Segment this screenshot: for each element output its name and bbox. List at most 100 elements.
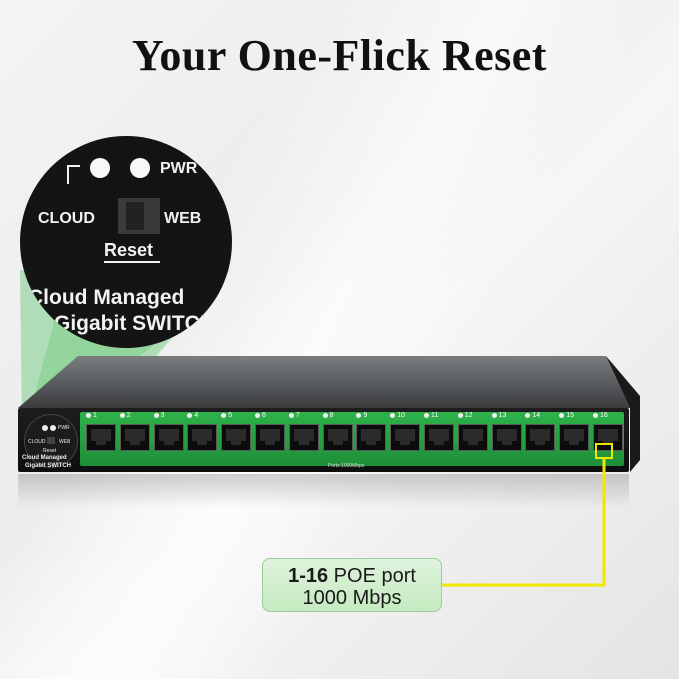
model-line-2: Gigabit SWITCH [54,312,215,335]
port-number: 5 [228,412,233,419]
ethernet-port: 16 [593,412,623,452]
speed-label: Ports:1000Mbps [328,463,365,469]
cloud-led [90,158,110,178]
ethernet-port: 12 [457,412,488,452]
port-number-label: 6 [255,412,266,419]
ethernet-port: 13 [491,412,522,452]
port-led [187,412,193,418]
rj45-jack [525,424,556,451]
rj45-jack [559,424,590,451]
port-callout: 1-16 POE port 1000 Mbps [262,558,442,612]
rj45-jack [457,424,488,451]
port-number-label: 12 [457,412,473,419]
ethernet-port: 15 [559,412,590,452]
ethernet-port: 6 [255,412,285,452]
mini-cloud-label: CLOUD [28,439,46,445]
port-number: 6 [262,412,266,419]
port-led [221,412,227,418]
port-led [119,412,125,418]
reset-label: Reset [104,240,154,260]
port-number-label: 13 [491,412,507,419]
port-led [153,412,159,418]
port-number: 16 [600,412,608,419]
ethernet-port: 9 [356,412,387,452]
port-number-label: 4 [187,412,198,419]
rj45-jack [119,424,150,451]
port-number-label: 3 [153,412,165,419]
rj45-jack [491,424,522,451]
port-number: 11 [431,412,439,419]
port-number-label: 10 [390,412,405,419]
port-number-label: 14 [525,412,540,419]
rj45-jack [593,424,623,451]
port-number: 7 [295,412,300,419]
port-number: 12 [464,412,473,419]
port-number: 3 [160,412,165,419]
port-number: 10 [397,412,405,419]
rj45-jack [288,424,319,451]
port-number: 9 [363,412,368,419]
rj45-jack [390,424,421,451]
ethernet-port: 2 [119,412,150,452]
callout-speed: 1000 Mbps [302,587,402,609]
rj45-jack [356,424,387,451]
port-number-label: 2 [119,412,131,419]
port-number-label: 15 [559,412,574,419]
port-led [525,412,531,418]
rj45-jack [86,424,116,451]
rj45-jack [221,424,252,451]
callout-range: 1-16 [288,565,329,587]
rj45-jack [424,424,454,451]
port-led [457,412,463,418]
port-led [255,412,260,418]
model-line-1: Cloud Managed [28,286,185,309]
headline: Your One-Flick Reset [132,31,547,80]
switch-front-panel: PWR CLOUD WEB Reset Cloud Managed Gigabi… [18,408,629,472]
mini-model-text: Cloud Managed Gigabit SWITCH [22,454,71,470]
port-led [86,412,91,418]
mini-web-label: WEB [59,439,71,445]
ethernet-port: 4 [187,412,218,452]
reset-zoom-callout: PWR CLOUD WEB Reset Cloud Managed Gigabi… [20,136,232,348]
port-led [593,412,598,418]
port-led [288,412,294,418]
port-led [491,412,497,418]
port-number: 2 [126,412,131,419]
rj45-jack [255,424,285,451]
port-number-label: 1 [86,412,97,419]
mini-model-line-2: Gigabit SWITCH [25,463,71,469]
port-number-label: 7 [288,412,300,419]
callout-port-type: POE port [328,565,416,587]
port-led [390,412,396,418]
port-number-label: 11 [424,412,438,419]
mini-reset-panel: PWR CLOUD WEB Reset [24,414,78,468]
port-led [322,412,328,418]
port-number-label: 8 [322,412,334,419]
mini-pwr-label: PWR [58,425,70,431]
port-number: 4 [194,412,199,419]
port-number: 8 [329,412,334,419]
ethernet-port: 11 [424,412,454,452]
switch-reflection [18,474,629,508]
rj45-jack [322,424,353,451]
port-number-label: 9 [356,412,367,419]
ethernet-port: 3 [153,412,184,452]
ethernet-port: 8 [322,412,353,452]
pwr-led [130,158,150,178]
port-number: 13 [498,412,507,419]
rj45-jack [187,424,218,451]
port-number-label: 16 [593,412,608,419]
pwr-label: PWR [160,160,198,177]
ethernet-port: 7 [288,412,319,452]
port-number: 1 [93,412,97,419]
port-number: 14 [532,412,541,419]
ethernet-port: 5 [221,412,252,452]
ethernet-port: 14 [525,412,556,452]
port-number-label: 5 [221,412,232,419]
mini-model-line-1: Cloud Managed [22,455,67,461]
mini-reset-label: Reset [43,448,57,454]
port-number: 15 [566,412,574,419]
